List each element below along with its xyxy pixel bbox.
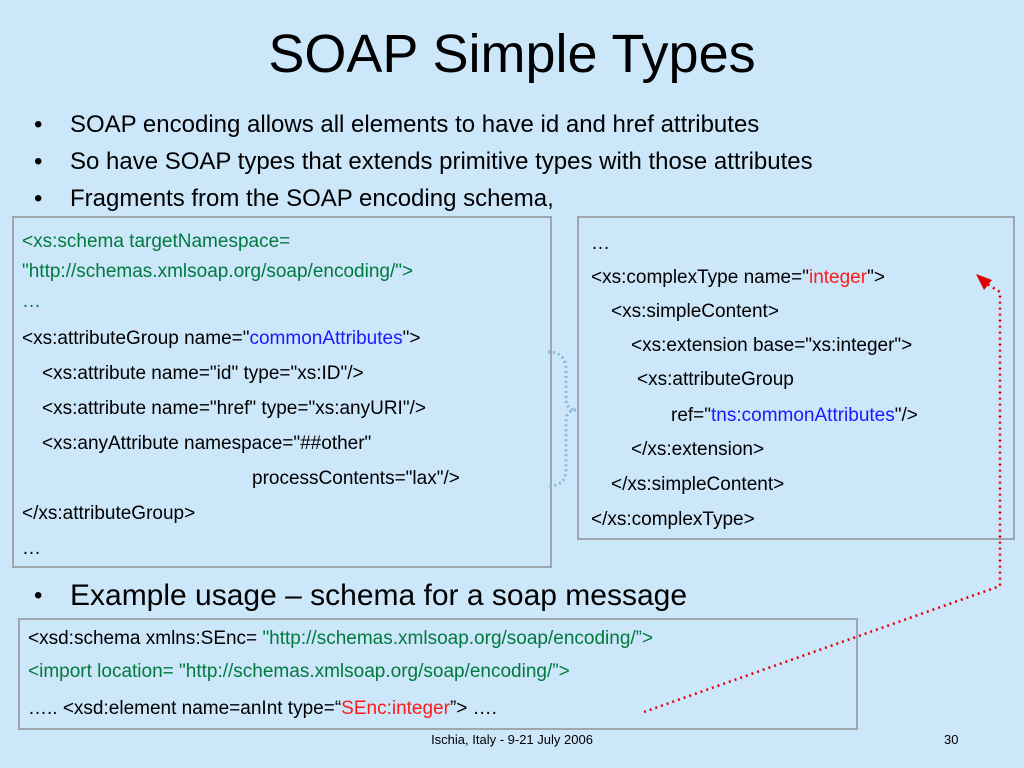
code-line: <xs:anyAttribute namespace="##other" [42,433,372,454]
code-line: <import location= "http://schemas.xmlsoa… [28,661,570,682]
example-usage-box: <xsd:schema xmlns:SEnc= "http://schemas.… [18,618,858,730]
code-text: <xs:attributeGroup name=" [22,328,250,349]
code-line: … [22,538,41,559]
code-text: "> [867,267,885,288]
code-line: </xs:extension> [631,439,765,460]
schema-fragment-box-left: <xs:schema targetNamespace= "http://sche… [12,216,552,568]
code-line: "http://schemas.xmlsoap.org/soap/encodin… [22,261,414,282]
code-line: … [22,291,41,312]
bullet-item-example: Example usage – schema for a soap messag… [34,576,687,616]
code-line: ref="tns:commonAttributes"/> [671,404,918,428]
bullet-list: SOAP encoding allows all elements to hav… [34,106,813,217]
code-line: <xs:attributeGroup name="commonAttribute… [22,327,420,351]
code-highlight: "http://schemas.xmlsoap.org/soap/encodin… [262,628,654,649]
code-line: </xs:attributeGroup> [22,503,196,524]
footer-location: Ischia, Italy - 9-21 July 2006 [431,732,593,747]
code-text: ….. <xsd:element name=anInt type=“ [28,698,342,719]
code-line: <xs:extension base="xs:integer"> [631,335,913,356]
code-highlight: commonAttributes [249,328,403,349]
code-line: <xs:attribute name="href" type="xs:anyUR… [42,398,426,419]
code-line: <xs:complexType name="integer"> [591,266,885,290]
slide-title: SOAP Simple Types [268,24,756,84]
code-text: ref=" [671,405,712,426]
bullet-item: Fragments from the SOAP encoding schema, [34,180,813,217]
code-line: <xsd:schema xmlns:SEnc= "http://schemas.… [28,627,653,651]
schema-fragment-box-right: … <xs:complexType name="integer"> <xs:si… [577,216,1015,540]
code-line: </xs:simpleContent> [611,474,785,495]
code-highlight: tns:commonAttributes [711,405,895,426]
bullet-item: SOAP encoding allows all elements to hav… [34,106,813,143]
code-line: </xs:complexType> [591,509,755,530]
brace-connector [547,350,577,488]
code-text: "> [402,328,421,349]
code-text: <xsd:schema xmlns:SEnc= [28,628,263,649]
code-text: <xs:complexType name=" [591,267,809,288]
code-line: <xs:attributeGroup [637,369,794,390]
code-line: … [591,233,610,254]
bullet-item: So have SOAP types that extends primitiv… [34,143,813,180]
reference-arrow-line [643,280,1002,714]
code-highlight: SEnc:integer [341,698,450,719]
code-line: <xs:schema targetNamespace= [22,231,291,252]
code-line: <xs:simpleContent> [611,301,779,322]
slide-number: 30 [944,732,959,747]
code-line: ….. <xsd:element name=anInt type=“SEnc:i… [28,697,497,721]
code-highlight: integer [808,267,868,288]
code-line: <xs:attribute name="id" type="xs:ID"/> [42,363,364,384]
code-text: ”> …. [449,698,497,719]
code-line: processContents="lax"/> [252,468,460,489]
code-text: "/> [894,405,918,426]
arrow-head-icon [976,274,992,290]
